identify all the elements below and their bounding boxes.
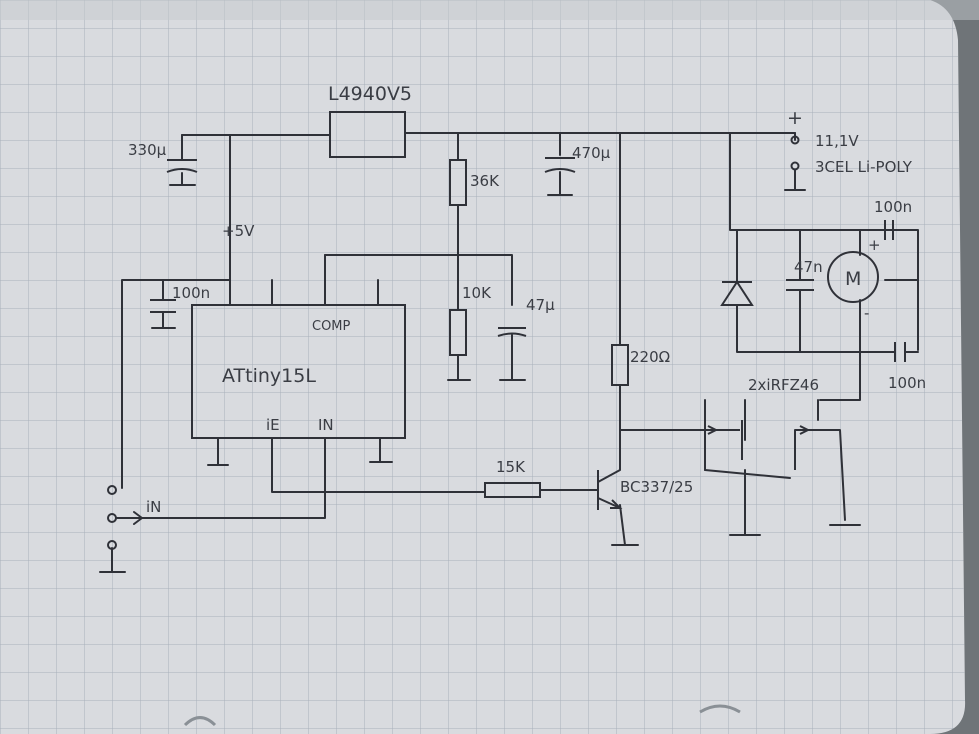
cap-100n-top [884, 220, 894, 240]
cap-100n-bottom [894, 342, 906, 362]
cap-470u-label: 470µ [572, 144, 611, 162]
cap-100n-mcu-label: 100n [172, 284, 210, 302]
cap-47n [786, 279, 814, 291]
cap-330u-label: 330µ [128, 141, 167, 159]
resistor-15k [484, 482, 541, 498]
pin-comp-label: COMP [312, 319, 351, 334]
battery-plus-sign: + [787, 107, 803, 129]
cap-47n-label: 47n [794, 258, 823, 276]
battery-terminal-plus [790, 135, 800, 145]
cap-47u-divider-label: 47µ [526, 296, 555, 314]
cap-47u-divider [497, 327, 527, 337]
resistor-220 [611, 344, 629, 386]
regulator-box [329, 111, 406, 158]
pin-ie-label: iE [266, 416, 280, 434]
motor-minus-sign: - [864, 304, 869, 322]
pin-in-label: IN [318, 416, 334, 434]
regulator-label: L4940V5 [328, 83, 412, 105]
cap-470u [544, 157, 576, 173]
binding-clip-right [699, 704, 741, 714]
motor-plus-sign: + [868, 236, 881, 254]
resistor-36k-label: 36K [470, 172, 500, 190]
diode [720, 280, 754, 306]
transistor-label: BC337/25 [620, 478, 693, 496]
battery-terminal-minus [790, 161, 800, 171]
resistor-36k [449, 159, 467, 206]
mcu-box [191, 304, 406, 439]
input-label: iN [146, 498, 161, 516]
input-arrow [115, 511, 143, 525]
battery-label: 3CEL Li-POLY [815, 158, 913, 176]
resistor-10k [449, 309, 467, 356]
resistor-10k-label: 10K [462, 284, 492, 302]
binding-clip-left [183, 716, 217, 727]
cap-100n-top-label: 100n [874, 198, 912, 216]
mosfets-label: 2xiRFZ46 [748, 376, 819, 394]
cap-100n-mcu [150, 299, 176, 313]
mosfet-2 [794, 425, 811, 470]
input-terminal-top [107, 485, 117, 495]
resistor-220-label: 220Ω [630, 348, 670, 366]
paper-shadow [0, 0, 979, 20]
motor-symbol [827, 251, 879, 303]
supply-voltage-label: 11,1V [815, 132, 859, 150]
motor-label: M [845, 268, 861, 290]
cap-100n-bottom-label: 100n [888, 374, 926, 392]
transistor-bc337 [597, 469, 623, 510]
resistor-15k-label: 15K [496, 458, 526, 476]
mcu-label: ATtiny15L [222, 365, 316, 387]
vcc-label: +5V [222, 222, 255, 240]
ground-symbols [99, 184, 806, 573]
input-terminal-bottom [107, 540, 117, 550]
mosfet-1 [705, 420, 743, 460]
cap-330u [166, 159, 198, 173]
